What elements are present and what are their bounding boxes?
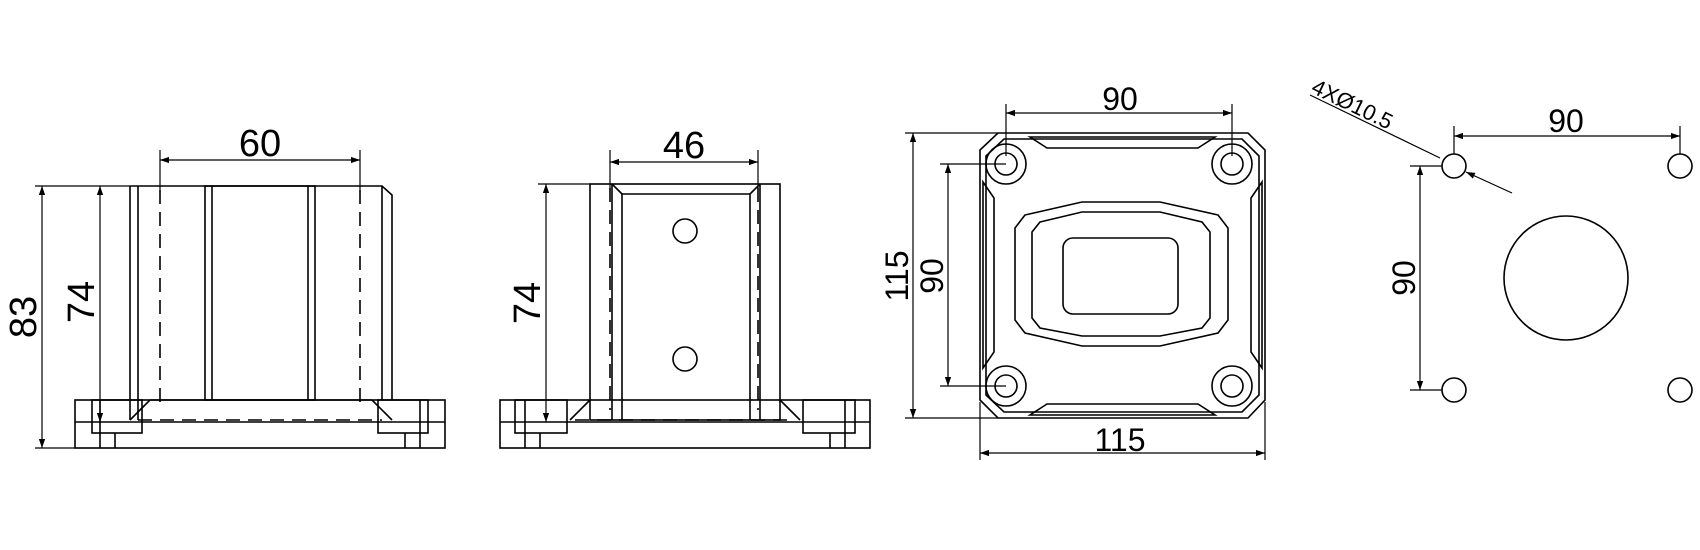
side-bolt-hole-upper	[672, 218, 698, 244]
top-view	[905, 104, 1266, 460]
pattern-hole-bl	[1441, 377, 1467, 403]
pattern-spacing-y-dim: 90	[1386, 260, 1422, 296]
side-view	[499, 150, 871, 449]
hole-note: 4XØ10.5	[1308, 74, 1397, 134]
front-view	[35, 150, 446, 449]
front-body-outline	[129, 185, 393, 420]
top-outer-width-dim: 115	[1094, 422, 1145, 458]
side-base-plate	[499, 399, 871, 449]
top-corner-hole-br	[1211, 365, 1253, 407]
side-inner-height-dim: 74	[507, 282, 549, 324]
pattern-hole-br	[1667, 377, 1693, 403]
side-bolt-hole-lower	[672, 346, 698, 372]
front-total-height-dim: 83	[3, 296, 45, 338]
front-base-plate	[74, 399, 446, 449]
pattern-hole-tl	[1441, 153, 1467, 179]
top-inner-outline	[985, 138, 1260, 413]
hole-pattern-view	[1309, 94, 1693, 403]
front-inner-height-dim: 74	[61, 281, 103, 323]
front-width-dim: 60	[239, 123, 281, 165]
top-outer-height-dim: 115	[879, 250, 915, 301]
top-outer-outline	[979, 132, 1266, 419]
top-center-pocket-inner	[1062, 237, 1179, 315]
side-width-dim: 46	[663, 125, 705, 167]
pattern-center-opening	[1503, 215, 1629, 341]
top-hole-spacing-x-dim: 90	[1102, 81, 1138, 117]
pattern-hole-tr	[1667, 153, 1693, 179]
hole-note-leader	[1309, 94, 1441, 159]
front-inner-plate	[204, 185, 316, 401]
pattern-spacing-x-dim: 90	[1548, 103, 1584, 139]
top-center-pocket-outer	[1014, 201, 1229, 347]
top-hole-spacing-y-dim: 90	[914, 258, 950, 294]
